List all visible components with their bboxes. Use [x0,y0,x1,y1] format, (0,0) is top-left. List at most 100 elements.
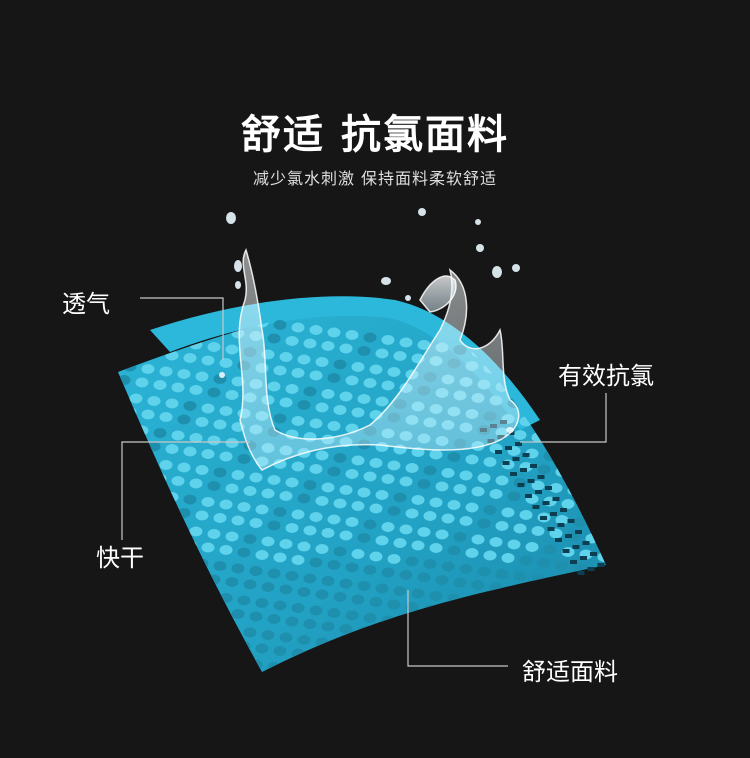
fabric-dot [171,524,185,534]
fabric-dot [423,604,437,615]
fabric-dot [399,524,413,535]
fabric-dot [303,525,317,536]
fabric-dot [447,500,461,510]
fabric-dot [423,511,437,521]
callout-comfort-fabric: 舒适面料 [522,658,618,686]
fabric-dot [285,384,299,394]
fabric-dot [351,455,365,466]
fabric-dot [543,544,557,555]
fabric-dot [453,671,467,672]
fabric-dot [507,491,521,502]
fabric-dot [171,382,185,393]
leader-line-breathable [140,297,224,360]
fabric-dot [537,464,551,475]
edge-perforation [582,541,590,545]
fabric-dot [225,344,239,355]
fabric-dot [634,557,647,567]
edge-perforation [572,545,580,549]
fabric-dot [531,526,545,536]
fabric-dot [490,676,503,686]
fabric-dot [495,521,509,531]
fabric-dot [141,364,155,374]
fabric-dot [201,449,215,459]
fabric-dot [634,651,647,661]
fabric-dot [658,637,671,647]
fabric-dot [519,368,533,379]
edge-perforation [495,450,502,454]
fabric-dot [658,731,671,741]
fabric-dot [345,375,359,386]
fabric-dot [483,598,497,609]
fabric-dot [435,481,449,492]
fabric-dot [597,504,606,514]
fabric-dot [417,666,431,672]
fabric-dot [345,562,359,573]
fabric-dot [237,454,251,464]
fabric-dot [393,538,407,548]
fabric-dot [465,454,479,465]
fabric-dot [237,641,251,651]
water-splash [238,248,520,471]
fabric-dot [652,699,665,709]
fabric-dot [495,475,509,486]
fabric-dot [165,350,179,361]
fabric-dot [381,380,395,391]
fabric-dot [129,439,143,449]
fabric-dot [411,540,425,551]
fabric-dot [285,616,299,627]
fabric-dot [519,510,533,520]
edge-perforation [542,501,550,505]
fabric-dot [447,639,461,649]
fabric-dot [291,509,305,520]
fabric-dot [616,600,629,610]
fabric-dot [616,461,629,471]
fabric-dot [177,649,191,660]
fabric-dot [513,617,527,627]
fabric-dot [334,686,347,696]
fabric-dot [508,679,521,689]
fabric-dot [279,491,293,501]
fabric-dot [213,654,227,665]
fabric-dot [477,566,491,577]
fabric-dot [351,407,365,418]
fabric-dot [195,604,209,614]
fabric-dot [262,676,275,686]
fabric-dot [153,428,167,438]
edge-perforation [557,523,565,527]
fabric-dot [183,540,197,550]
fabric-dot [201,497,215,507]
fabric-dot [285,523,299,533]
fabric-dot [183,588,197,598]
fabric-dot [273,507,287,517]
fabric-dot [123,313,137,324]
fabric-dot [604,723,617,733]
fabric-dot [267,614,281,624]
fabric-dot [147,535,161,545]
fabric-dot [634,603,647,613]
fabric-dot [417,527,431,537]
fabric-dot [189,433,203,443]
fabric-dot [267,475,281,485]
fabric-dot [453,577,467,588]
fabric-dot [477,473,491,483]
fabric-dot [640,448,653,458]
fabric-dot [646,621,659,631]
fabric-dot [118,391,125,401]
edge-perforation [562,549,570,553]
fabric-dot [459,516,473,526]
fabric-dot [243,627,257,638]
fabric-dot [520,697,533,707]
fabric-dot [321,528,335,538]
fabric-dot [285,664,299,672]
fabric-dot [207,435,221,446]
fabric-dot [628,477,641,487]
fabric-dot [592,707,605,717]
fabric-dot [357,581,371,591]
fabric-dot [537,371,551,381]
fabric-dot [531,619,545,630]
fabric-dot [316,683,329,693]
fabric-dot [243,534,257,544]
fabric-dot [628,525,641,535]
edge-perforation [577,571,585,575]
fabric-dot [477,518,491,529]
